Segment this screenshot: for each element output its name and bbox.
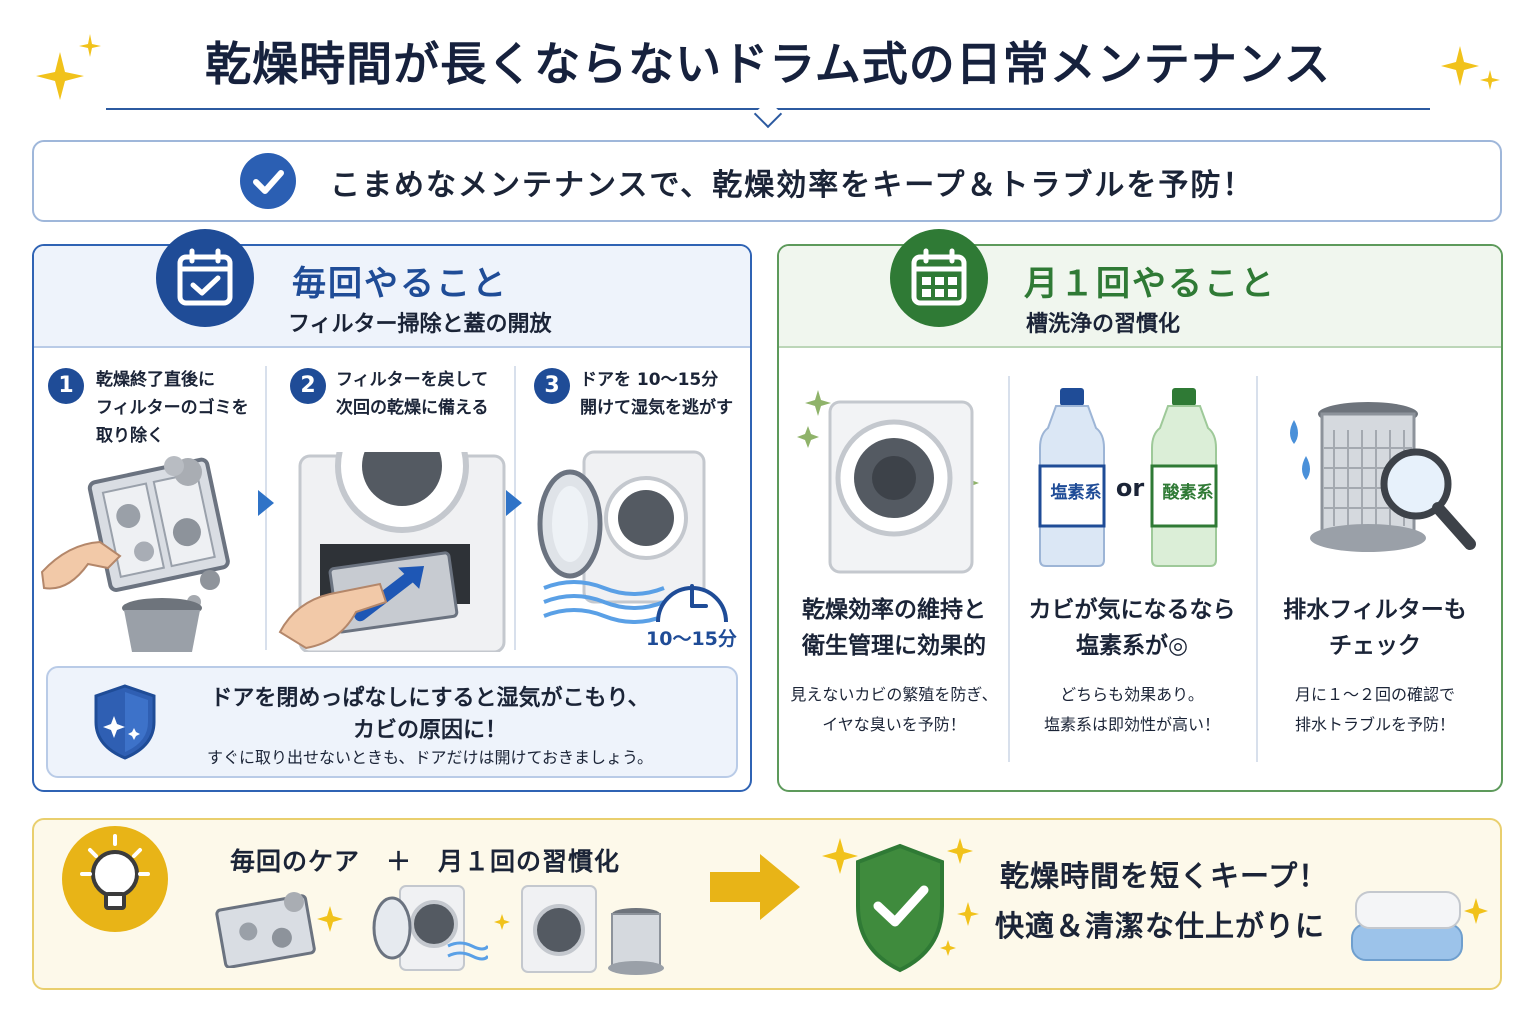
every-time-subtitle: フィルター掃除と蓋の開放	[288, 312, 552, 337]
bottle-label: 塩素系	[1050, 483, 1102, 503]
check-circle-icon	[240, 153, 296, 209]
filter-icon	[215, 892, 343, 968]
sparkle-icon	[1441, 46, 1500, 90]
banner-text: こまめなメンテナンスで、乾燥効率をキープ＆トラブルを予防！	[330, 168, 1255, 203]
column-title: カビが気になるなら 塩素系が◎	[1028, 597, 1236, 659]
open-door-washer-icon	[537, 450, 706, 624]
column-desc: どちらも効果あり。 塩素系は即効性が高い！	[1043, 685, 1220, 734]
calendar-check-icon	[156, 229, 254, 327]
monthly-subtitle: 槽洗浄の習慣化	[1026, 312, 1181, 337]
arrow-right-icon	[258, 490, 274, 516]
warning-note	[46, 666, 738, 778]
page-title: 乾燥時間が長くならないドラム式の日常メンテナンス	[205, 37, 1331, 91]
every-time-title: 毎回やること	[292, 264, 508, 304]
step-number: 3	[534, 368, 570, 404]
step-text: フィルターを戻して 次回の乾燥に備える	[336, 370, 489, 418]
bottle-or: or	[1115, 474, 1145, 502]
column-title: 乾燥効率の維持と 衛生管理に効果的	[802, 597, 986, 659]
column-divider	[1008, 376, 1010, 762]
timer-label: 10～15分	[646, 628, 737, 650]
washer-and-filter-icon	[494, 885, 664, 975]
shield-icon	[94, 684, 156, 760]
note-detail: すぐに取り出せないときも、ドアだけは開けておきましょう。	[206, 748, 654, 767]
washer-icon	[797, 390, 979, 574]
clock-icon	[656, 584, 728, 623]
step-number: 2	[290, 368, 326, 404]
note-line: ドアを閉めっぱなしにすると湿気がこもり、	[210, 686, 650, 711]
step-text: ドアを 10～15分 開けて湿気を逃がす	[580, 370, 733, 418]
footer-formula: 毎回のケア ＋ 月１回の習慣化	[230, 847, 621, 876]
column-desc: 見えないカビの繁殖を防ぎ、 イヤな臭いを予防！	[790, 685, 998, 734]
open-door-washer-icon	[372, 885, 488, 971]
arrow-right-icon	[710, 854, 800, 920]
drain-filter-icon	[1290, 402, 1476, 552]
step-text: 乾燥終了直後に フィルターのゴミを 取り除く	[96, 370, 249, 446]
filter-cleaning-icon	[40, 456, 230, 652]
filter-insert-icon	[278, 452, 506, 652]
bottle-label: 酸素系	[1162, 483, 1214, 503]
arrow-right-icon	[506, 490, 522, 516]
cleaner-bottles-icon	[1038, 388, 1218, 567]
lightbulb-icon	[62, 826, 168, 932]
footer-result-line: 快適＆清潔な仕上がりに	[995, 909, 1326, 943]
monthly-title: 月１回やること	[1024, 264, 1276, 304]
step-number: 1	[48, 368, 84, 404]
footer-result-line: 乾燥時間を短くキープ！	[1000, 859, 1329, 893]
panel-header	[34, 246, 750, 348]
calendar-grid-icon	[890, 229, 988, 327]
note-line: カビの原因に！	[352, 718, 507, 743]
sparkle-icon	[36, 34, 101, 100]
towels-icon	[1351, 891, 1488, 961]
shield-check-icon	[822, 838, 979, 973]
title-divider-notch	[753, 99, 783, 129]
column-title: 排水フィルターも チェック	[1283, 597, 1467, 659]
column-desc: 月に１～２回の確認で 排水トラブルを予防！	[1294, 685, 1455, 734]
column-divider	[1256, 376, 1258, 762]
